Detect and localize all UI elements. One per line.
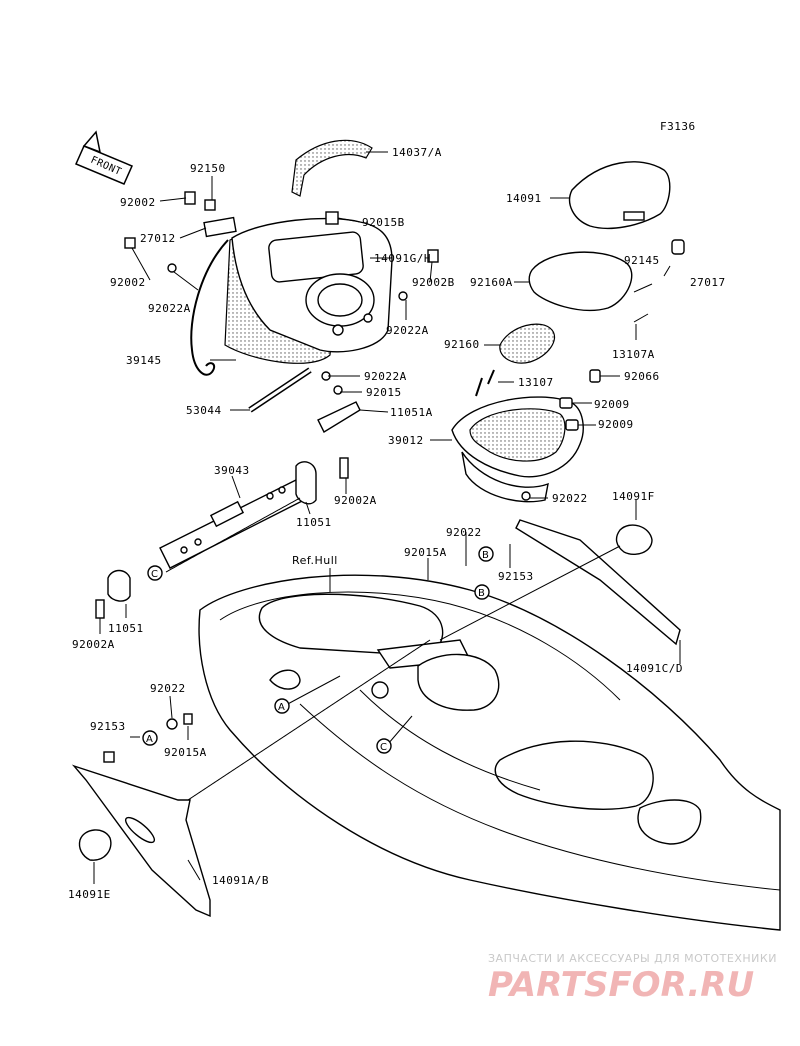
svg-text:B: B — [478, 588, 485, 599]
label-92002b: 92002B — [412, 276, 455, 289]
side-strips — [71, 519, 681, 918]
hull-outline — [198, 574, 781, 931]
label-92009-a: 92009 — [594, 398, 630, 411]
label-39012: 39012 — [388, 434, 424, 447]
leader-lines — [93, 151, 681, 884]
label-14091cd: 14091C/D — [626, 662, 683, 675]
callout-c-hull: C — [376, 738, 392, 754]
callout-b-top: B — [478, 546, 494, 562]
svg-text:B: B — [482, 550, 489, 561]
watermark: ЗАПЧАСТИ И АКСЕССУАРЫ ДЛЯ МОТОТЕХНИКИ PA… — [488, 952, 777, 1005]
storage-assembly — [451, 161, 685, 503]
label-92160: 92160 — [444, 338, 480, 351]
label-92015a-low: 92015A — [164, 746, 207, 759]
label-53044: 53044 — [186, 404, 222, 417]
label-92009-b: 92009 — [598, 418, 634, 431]
callout-a-hull: A — [274, 698, 290, 714]
label-92022a-left: 92022A — [148, 302, 191, 315]
plate-39043-assembly — [95, 457, 349, 619]
svg-text:A: A — [146, 734, 153, 745]
label-92002-top: 92002 — [120, 196, 156, 209]
hull-ref — [198, 574, 781, 931]
label-39043: 39043 — [214, 464, 250, 477]
label-11051-left: 11051 — [108, 622, 144, 635]
label-92002-left: 92002 — [110, 276, 146, 289]
label-11051-mid: 11051 — [296, 516, 332, 529]
dash-cowl-assembly — [124, 139, 439, 433]
label-14091e: 14091E — [68, 888, 111, 901]
label-92022-low: 92022 — [150, 682, 186, 695]
label-92015a-mid: 92015A — [404, 546, 447, 559]
label-92022-right: 92022 — [552, 492, 588, 505]
label-92160a: 92160A — [470, 276, 513, 289]
part-labels: 14037/A 92150 92002 92015B 27012 14091G/… — [68, 146, 726, 901]
callout-a-left: A — [142, 730, 158, 746]
watermark-logo: PARTSFOR.RU — [488, 965, 754, 1005]
label-11051a: 11051A — [390, 406, 433, 419]
label-13107: 13107 — [518, 376, 554, 389]
figure-code: F3136 — [660, 120, 696, 133]
strip-14091cd — [515, 519, 681, 646]
callout-c-left: C — [147, 565, 163, 581]
label-14091gh: 14091G/H — [374, 252, 431, 265]
label-92153-low: 92153 — [90, 720, 126, 733]
label-92015b: 92015B — [362, 216, 405, 229]
visor-part — [291, 139, 373, 197]
label-92022a-mid: 92022A — [386, 324, 429, 337]
label-92022a-low: 92022A — [364, 370, 407, 383]
label-27012: 27012 — [140, 232, 176, 245]
label-92150: 92150 — [190, 162, 226, 175]
label-92015: 92015 — [366, 386, 402, 399]
label-92145: 92145 — [624, 254, 660, 267]
svg-text:A: A — [278, 702, 285, 713]
svg-text:C: C — [380, 742, 387, 753]
label-ref-hull: Ref.Hull — [292, 554, 338, 567]
label-14091: 14091 — [506, 192, 542, 205]
label-14037a: 14037/A — [392, 146, 442, 159]
watermark-tagline: ЗАПЧАСТИ И АКСЕССУАРЫ ДЛЯ МОТОТЕХНИКИ — [488, 952, 777, 965]
label-13107a: 13107A — [612, 348, 655, 361]
svg-text:C: C — [151, 569, 158, 580]
callout-b-hull: B — [474, 584, 490, 600]
label-14091ab: 14091A/B — [212, 874, 269, 887]
label-92002a-left: 92002A — [72, 638, 115, 651]
label-27017: 27017 — [690, 276, 726, 289]
label-14091f: 14091F — [612, 490, 655, 503]
label-92153-mid: 92153 — [498, 570, 534, 583]
label-92066: 92066 — [624, 370, 660, 383]
strip-14091ab — [71, 764, 211, 918]
label-39145: 39145 — [126, 354, 162, 367]
front-arrow-icon: FRONT — [75, 130, 133, 185]
label-92002a-mid: 92002A — [334, 494, 377, 507]
lid-14091 — [568, 161, 671, 229]
label-92022-mid: 92022 — [446, 526, 482, 539]
